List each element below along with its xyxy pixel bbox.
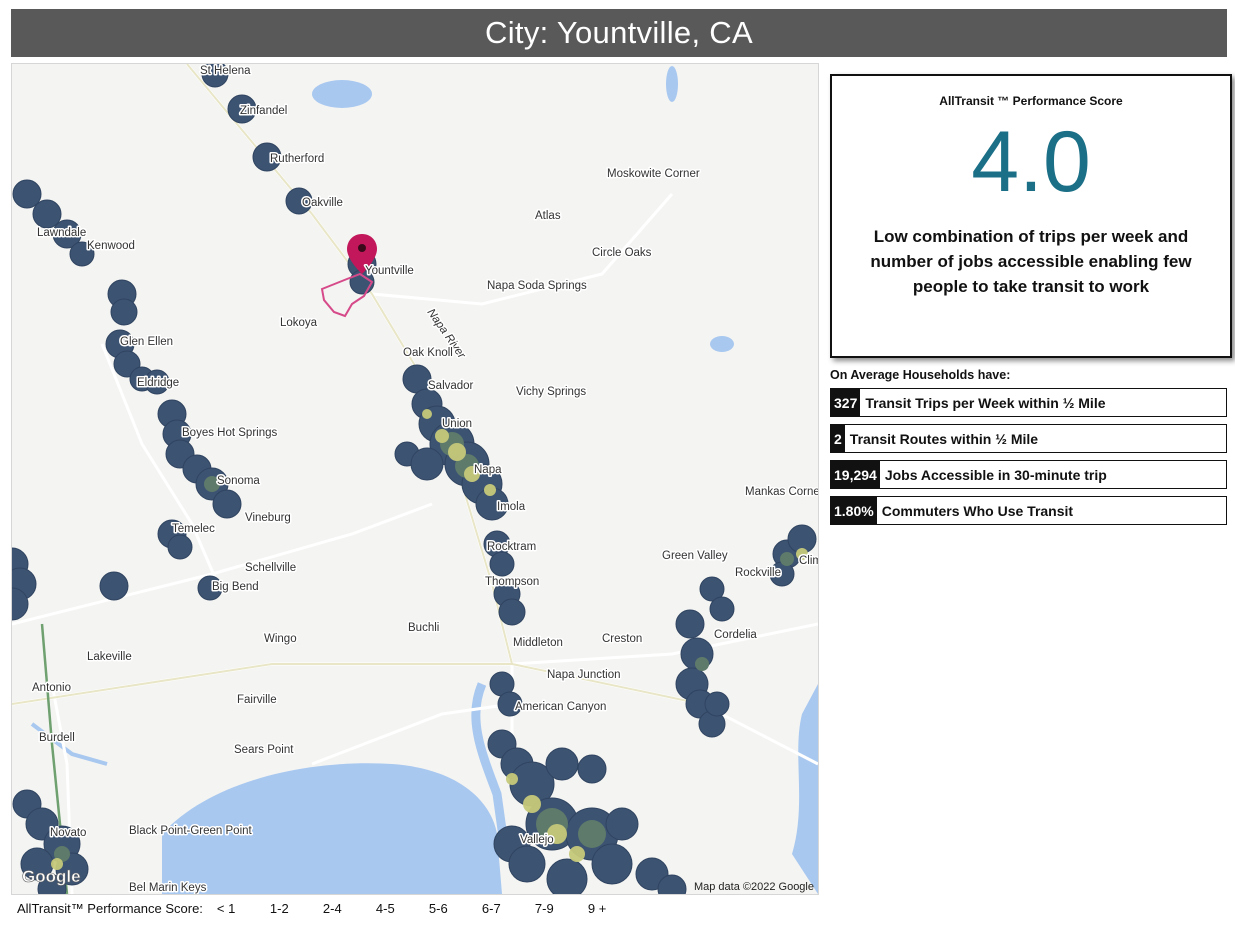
place-label: Black Point-Green Point	[129, 825, 253, 837]
lake-hennessey	[312, 80, 372, 108]
google-logo: Google	[22, 867, 81, 886]
stat-value: 1.80%	[831, 497, 877, 524]
place-label: Lokoya	[280, 317, 318, 329]
place-label: Rocktram	[487, 541, 536, 553]
legend-bin-2: 2-4	[322, 900, 342, 916]
place-label: Rockville	[735, 567, 781, 579]
place-label: Imola	[497, 501, 526, 513]
legend-bin-5: 6-7	[481, 900, 501, 916]
stat-transit-routes: 2 Transit Routes within ½ Mile	[830, 424, 1227, 453]
legend-bin-3: 4-5	[375, 900, 395, 916]
households-title: On Average Households have:	[830, 368, 1011, 382]
place-label: Moskowite Corner	[607, 168, 700, 180]
stat-label: Transit Trips per Week within ½ Mile	[865, 394, 1106, 411]
place-label: Mankas Corner	[745, 486, 818, 498]
place-label: Schellville	[245, 562, 296, 574]
place-label: Kenwood	[87, 240, 135, 252]
place-label: Rutherford	[270, 153, 324, 165]
legend-label: AllTransit™ Performance Score:	[17, 900, 203, 916]
place-label: Glen Ellen	[120, 336, 173, 348]
place-label: Boyes Hot Springs	[182, 427, 277, 439]
score-description: Low combination of trips per week and nu…	[870, 227, 1192, 296]
place-label: Vallejo	[520, 834, 554, 846]
east-bay-water	[792, 684, 818, 894]
place-label: Burdell	[39, 732, 75, 744]
stat-value: 327	[831, 389, 861, 416]
stat-transit-trips: 327 Transit Trips per Week within ½ Mile	[830, 388, 1227, 417]
place-label: Atlas	[535, 210, 561, 222]
page-title: City: Yountville, CA	[11, 9, 1227, 57]
place-label: Sonoma	[217, 475, 260, 487]
stat-value: 2	[831, 425, 845, 452]
small-reservoir	[710, 336, 734, 352]
legend-bin-1: 1-2	[269, 900, 289, 916]
place-label: Temelec	[172, 523, 215, 535]
place-label: Cordelia	[714, 629, 757, 641]
map-pin-icon	[347, 234, 377, 274]
place-label: Bel Marin Keys	[129, 882, 207, 894]
legend-bin-0: < 1	[216, 900, 236, 916]
place-label: Wingo	[264, 633, 297, 645]
place-label: Lakeville	[87, 651, 132, 663]
place-label: Oakville	[302, 197, 343, 209]
map-canvas: St HelenaZinfandelRutherfordOakvilleYoun…	[12, 64, 818, 894]
north-lake	[666, 66, 678, 102]
place-label: St Helena	[200, 65, 251, 77]
score-label: AllTransit ™ Performance Score	[939, 94, 1123, 108]
place-label: Lawndale	[37, 227, 86, 239]
place-label: Antonio	[32, 682, 71, 694]
place-label: Sears Point	[234, 744, 294, 756]
performance-legend: AllTransit™ Performance Score: < 1 1-2 2…	[11, 893, 817, 923]
place-label: American Canyon	[515, 701, 606, 713]
place-label: Vineburg	[245, 512, 291, 524]
place-labels: St HelenaZinfandelRutherfordOakvilleYoun…	[31, 64, 819, 894]
legend-bin-6: 7-9	[534, 900, 554, 916]
legend-bin-4: 5-6	[428, 900, 448, 916]
stat-label: Commuters Who Use Transit	[881, 502, 1074, 519]
place-label: Eldridge	[137, 377, 179, 389]
performance-score-card: AllTransit ™ Performance Score 4.0 Low c…	[830, 74, 1232, 358]
place-label: Clima	[799, 555, 818, 567]
score-value: 4.0	[971, 114, 1091, 210]
napa-river-channel	[471, 682, 509, 845]
stat-commuters-transit: 1.80% Commuters Who Use Transit	[830, 496, 1227, 525]
stat-label: Jobs Accessible in 30-minute trip	[884, 466, 1107, 483]
place-label: Middleton	[513, 637, 563, 649]
place-label: Novato	[50, 827, 86, 839]
place-label: Thompson	[485, 576, 539, 588]
legend-bin-7: 9 +	[587, 900, 607, 916]
west-marsh	[30, 722, 108, 766]
yountville-boundary	[320, 272, 374, 318]
place-label: Green Valley	[662, 550, 728, 562]
place-label: Buchli	[408, 622, 439, 634]
place-label: Vichy Springs	[516, 386, 586, 398]
stat-value: 19,294	[831, 461, 880, 488]
place-label: Napa Junction	[547, 669, 621, 681]
place-label: Circle Oaks	[592, 247, 652, 259]
place-label: Salvador	[428, 380, 474, 392]
place-label: Oak Knoll	[403, 347, 453, 359]
transit-coverage-high	[51, 409, 808, 870]
place-label: Zinfandel	[240, 105, 287, 117]
place-label: Yountville	[365, 265, 414, 277]
map-attribution: Map data ©2022 Google	[694, 881, 814, 893]
place-label: Creston	[602, 633, 642, 645]
stat-label: Transit Routes within ½ Mile	[849, 430, 1039, 447]
stat-jobs-accessible: 19,294 Jobs Accessible in 30-minute trip	[830, 460, 1227, 489]
place-label: Big Bend	[212, 581, 259, 593]
place-label: Union	[442, 418, 472, 430]
place-label: Napa Soda Springs	[487, 280, 587, 292]
san-pablo-bay	[162, 763, 502, 894]
place-label: Napa	[474, 464, 502, 476]
place-label: Fairville	[237, 694, 277, 706]
